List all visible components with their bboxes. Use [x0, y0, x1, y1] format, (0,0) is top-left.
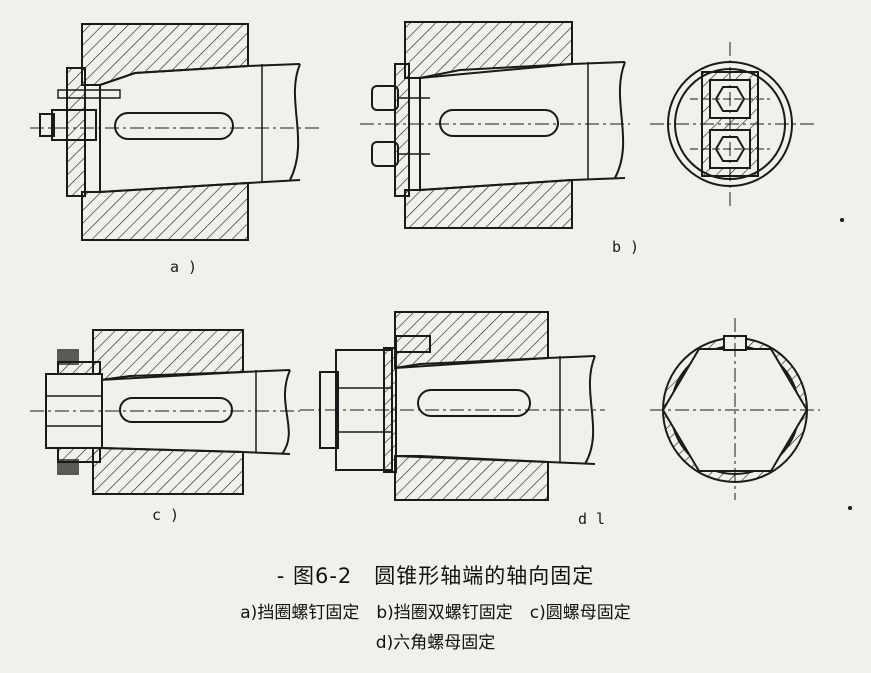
- panel-b-hub-bottom: [404, 178, 573, 229]
- panel-d-drawing: [300, 311, 605, 501]
- panel-c-break-line: [281, 369, 291, 455]
- panel-b-end-view: [650, 42, 815, 206]
- panel-d-lock-screw: [395, 335, 431, 353]
- scan-dot: [848, 506, 852, 510]
- panel-b-break-line: [614, 61, 626, 179]
- panel-b-hub-top: [404, 21, 573, 79]
- panel-label-c: c ): [152, 506, 180, 524]
- panel-c-keyway: [119, 397, 233, 423]
- scan-dot: [840, 218, 844, 222]
- panel-b-keyway: [439, 109, 559, 137]
- figure-caption-line-2: d)六角螺母固定: [375, 633, 496, 653]
- panel-a-shaft: [99, 63, 301, 193]
- panel-c-shaft: [99, 369, 291, 455]
- panel-a-hub-bottom: [81, 181, 249, 241]
- panel-label-d: d l: [578, 510, 606, 528]
- panel-d-break-line: [584, 355, 596, 465]
- figure-caption-title: - 图6-2 圆锥形轴端的轴向固定: [276, 564, 595, 588]
- panel-a-retaining-washer: [66, 67, 86, 197]
- panel-a-break-line: [289, 63, 301, 181]
- panel-d-shaft: [394, 355, 596, 465]
- figure-caption-line-1: a)挡圈螺钉固定 b)挡圈双螺钉固定 c)圆螺母固定: [240, 603, 631, 623]
- panel-c-hub-bottom: [92, 447, 244, 495]
- panel-d-keyway: [417, 389, 531, 417]
- panel-a-screw: [51, 109, 97, 141]
- panel-c-drawing: [30, 329, 300, 495]
- panel-b-shaft: [419, 61, 626, 191]
- panel-b-drawing: [360, 21, 630, 229]
- panel-a-drawing: [30, 23, 320, 241]
- panel-d-hub-bottom: [394, 455, 549, 501]
- panel-b-retaining-washer: [394, 63, 410, 197]
- panel-label-a: a ): [170, 258, 198, 276]
- panel-a-hub-top: [81, 23, 249, 86]
- panel-a-keyway: [114, 112, 234, 140]
- panel-label-b: b ): [612, 238, 640, 256]
- panel-d-end-view: [650, 318, 820, 500]
